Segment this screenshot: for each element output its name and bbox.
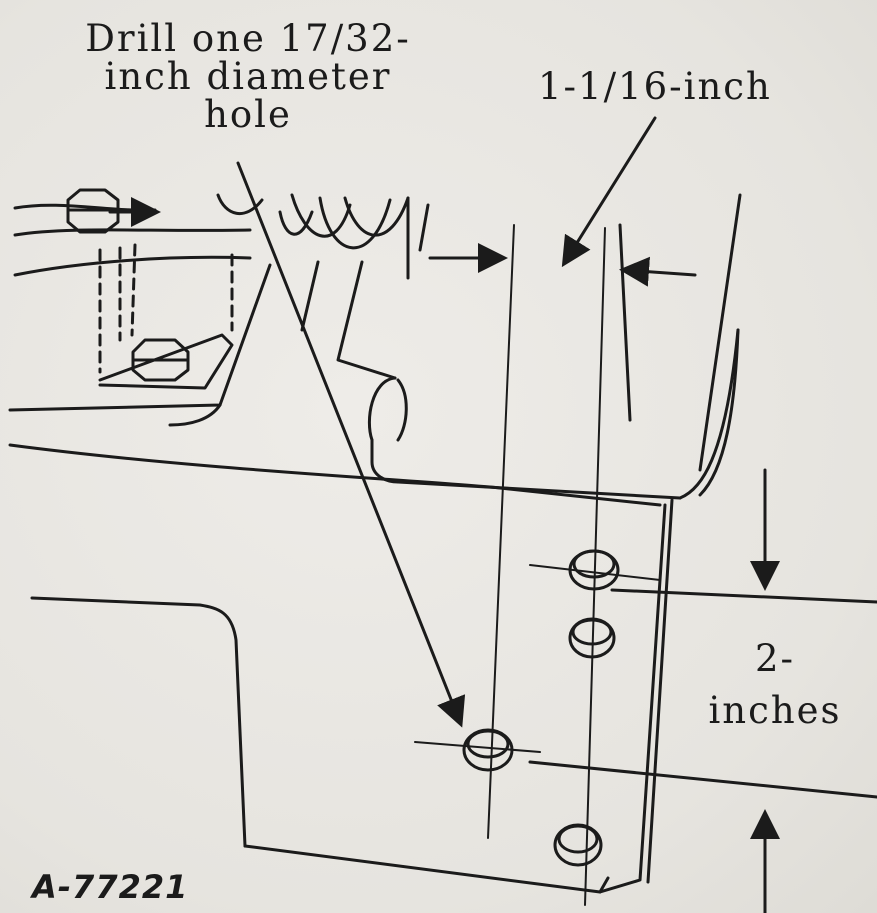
drill-instruction-line-3: hole xyxy=(204,93,292,136)
dimension-lines xyxy=(108,116,877,913)
existing-hole-lower xyxy=(553,823,603,867)
frame-rail xyxy=(8,193,742,507)
new-drill-hole xyxy=(462,728,514,772)
frame-curves xyxy=(8,193,430,484)
height-dimension-label: 2- inches xyxy=(690,640,860,744)
drill-instruction-line-2: inch diameter xyxy=(104,55,392,98)
figure-id-label: A-77221 xyxy=(32,868,189,906)
existing-hole-upper xyxy=(568,549,620,591)
existing-hole-middle xyxy=(568,617,616,659)
bracket-plate xyxy=(30,498,674,894)
drill-instruction-label: Drill one 17/32- inch diameter hole xyxy=(28,20,468,134)
hex-bolt-lower xyxy=(131,338,190,382)
height-dimension-line-2: inches xyxy=(708,689,842,732)
drill-instruction-line-1: Drill one 17/32- xyxy=(85,17,411,60)
spacing-dimension-label: 1-1/16-inch xyxy=(538,65,772,108)
hole-centerlines xyxy=(414,224,661,906)
hex-bolt-upper xyxy=(66,188,120,234)
upper-flange xyxy=(13,203,252,390)
height-dimension-line-1: 2- xyxy=(754,637,796,680)
